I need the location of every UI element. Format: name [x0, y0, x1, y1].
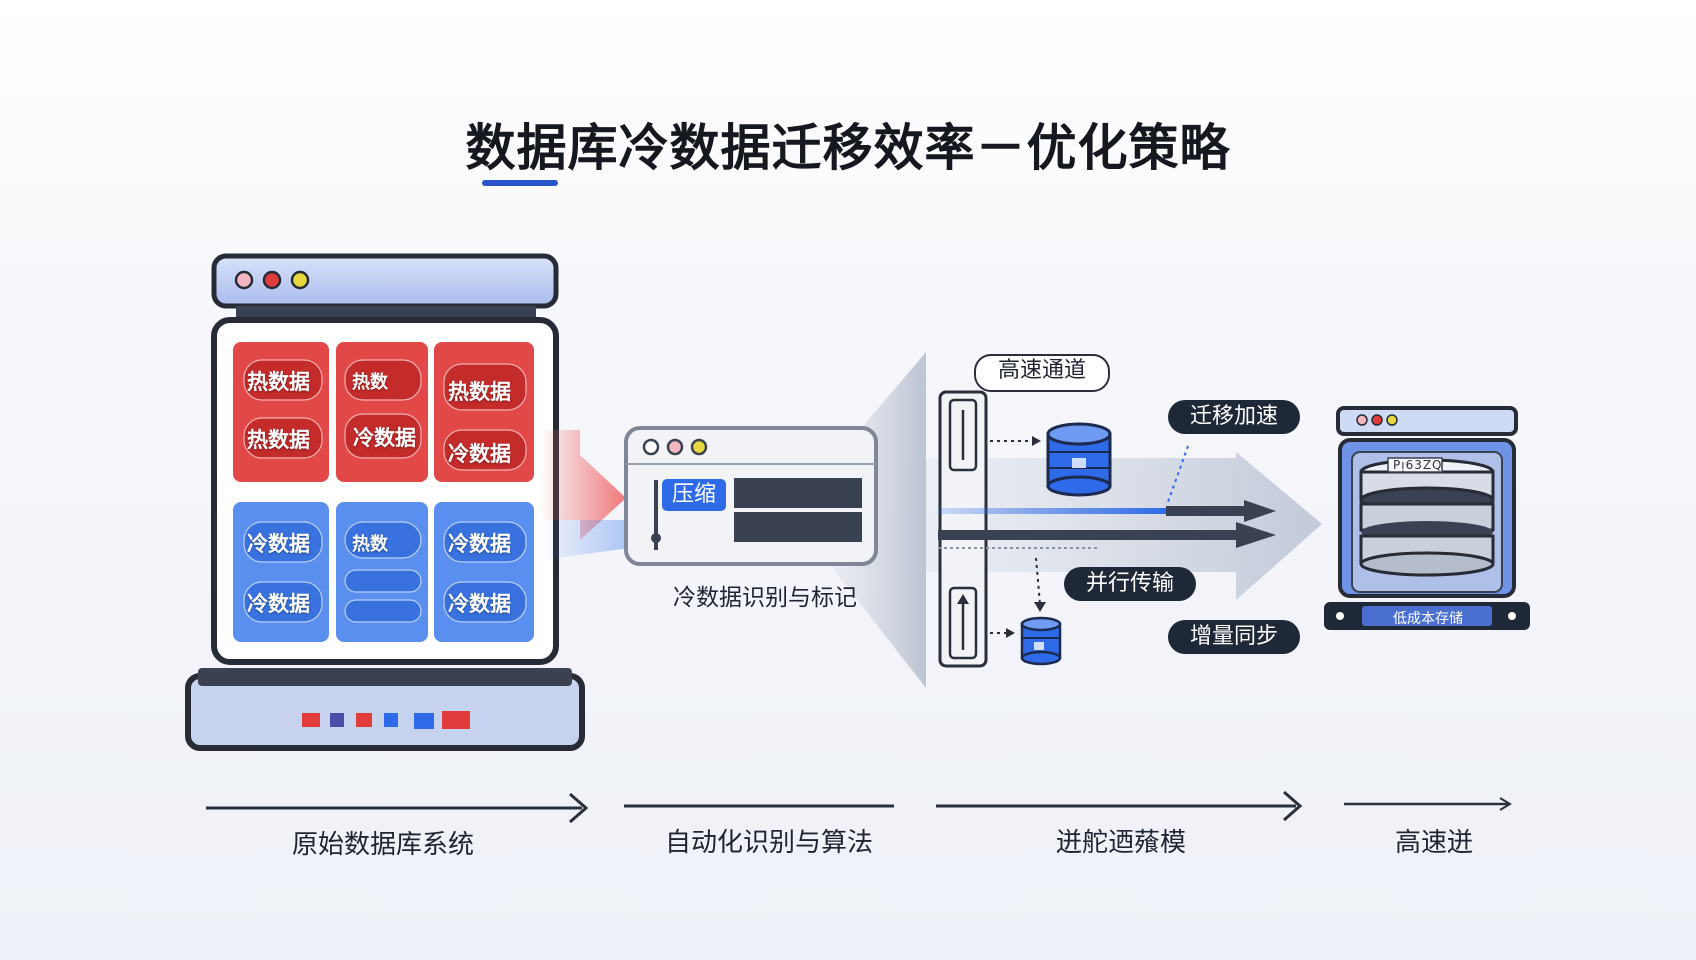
window-dot-white-icon	[642, 438, 660, 456]
hot-block-label: 热数据	[448, 380, 511, 404]
window-dot-red-icon	[262, 270, 282, 290]
hot-block-label: 冷数据	[353, 426, 416, 450]
base-led	[356, 713, 372, 727]
cold-cylinder	[344, 599, 422, 623]
cold-block-label: 冷数据	[247, 532, 310, 556]
storage-screen-text: Pᴉ63ZQ	[1393, 458, 1443, 472]
title-underline	[482, 180, 558, 186]
timeline	[206, 790, 1512, 824]
window-dot-yellow-icon	[690, 438, 708, 456]
identify-panel	[624, 426, 878, 566]
base-led	[442, 711, 470, 729]
base-led	[302, 713, 320, 727]
blue-stream	[938, 508, 1168, 514]
big-flow-arrow	[926, 452, 1322, 600]
cold-cylinder	[344, 521, 422, 559]
hot-flow-arrow	[540, 430, 626, 540]
window-dot-pink-icon	[1356, 414, 1368, 426]
storage-header	[1336, 406, 1518, 436]
arrow-head-icon	[1244, 500, 1276, 522]
timeline-arrow-icon	[1499, 797, 1512, 811]
page-title: 数据库冷数据迁移效率－优化策略	[465, 119, 1231, 177]
cold-cylinder	[243, 581, 323, 623]
cold-cylinder	[243, 521, 323, 563]
timeline-arrow-icon	[1283, 790, 1303, 822]
timeline-arrow-icon	[569, 792, 589, 824]
window-dot-pink-icon	[666, 438, 684, 456]
hot-cylinder	[443, 429, 527, 471]
arrow-head-icon	[1236, 522, 1276, 548]
cold-block-label: 冷数据	[448, 592, 511, 616]
hot-block-label: 热数据	[247, 370, 310, 394]
base-led	[330, 713, 344, 727]
data-bar	[734, 512, 862, 542]
hot-cylinder	[344, 413, 422, 459]
compress-tag: 压缩	[662, 479, 727, 511]
cold-cylinder	[443, 581, 527, 623]
database-icon	[1046, 422, 1112, 497]
database-icon	[1020, 616, 1062, 666]
storage-label: 低成本存储	[1393, 611, 1463, 627]
hot-block-label: 冷数据	[448, 442, 511, 466]
identify-caption: 冷数据识别与标记	[673, 585, 857, 611]
parallel-label: 并行传输	[1064, 567, 1197, 601]
cold-cylinder	[344, 569, 422, 593]
storage-server	[1324, 406, 1530, 630]
cold-block-label: 冷数据	[247, 592, 310, 616]
fast-channel-label: 高速通道	[974, 354, 1111, 392]
incremental-label: 增量同步	[1168, 620, 1301, 654]
stage-label-2: 自动化识别与算法	[664, 828, 873, 858]
channel-rail	[938, 390, 988, 668]
hot-block-label: 热数	[352, 372, 388, 393]
migration-channel	[926, 390, 1322, 668]
dark-stream	[938, 530, 1238, 540]
cold-cylinder	[443, 521, 527, 563]
window-dot-yellow-icon	[290, 270, 310, 290]
hot-block-label: 热数据	[247, 428, 310, 452]
cold-block-label: 冷数据	[448, 532, 511, 556]
server-base	[185, 673, 585, 751]
base-led	[384, 713, 398, 727]
server-base-top	[198, 668, 572, 686]
database-server	[185, 253, 585, 751]
stage-label-3: 迸舵迺薞模	[1055, 828, 1186, 858]
base-led	[414, 713, 434, 729]
hot-cylinder	[443, 363, 527, 411]
hot-cylinder	[243, 359, 323, 401]
cold-block-label: 热数	[352, 534, 388, 555]
window-dot-yellow-icon	[1386, 414, 1398, 426]
stage-label-4: 高速迸	[1394, 828, 1473, 858]
server-neck	[236, 306, 536, 320]
hot-cylinder	[344, 359, 422, 401]
window-dot-red-icon	[1371, 414, 1383, 426]
stage-label-1: 原始数据库系统	[291, 830, 474, 860]
window-dot-pink-icon	[234, 270, 254, 290]
accelerate-label: 迁移加速	[1168, 400, 1301, 434]
data-bar	[734, 478, 862, 508]
hot-cylinder	[243, 417, 323, 459]
